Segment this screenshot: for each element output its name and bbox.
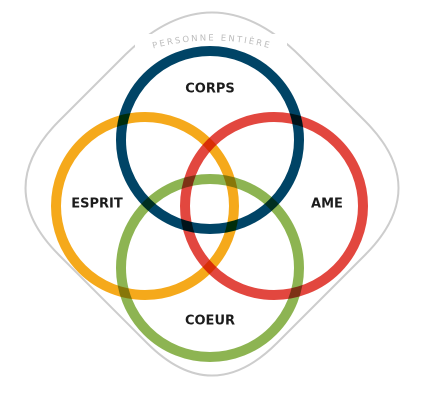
- label-esprit: ESPRIT: [71, 197, 123, 212]
- label-coeur: COEUR: [185, 314, 235, 329]
- label-corps: CORPS: [185, 82, 235, 97]
- outer-label-backdrop: [135, 34, 287, 48]
- circle-coeur: [116, 174, 304, 362]
- label-ame: AME: [311, 197, 343, 212]
- circle-esprit: [51, 112, 239, 300]
- circles-group: [51, 46, 368, 362]
- circle-corps: [116, 46, 304, 234]
- outer-outline: [24, 11, 400, 377]
- circle-ame: [180, 112, 368, 300]
